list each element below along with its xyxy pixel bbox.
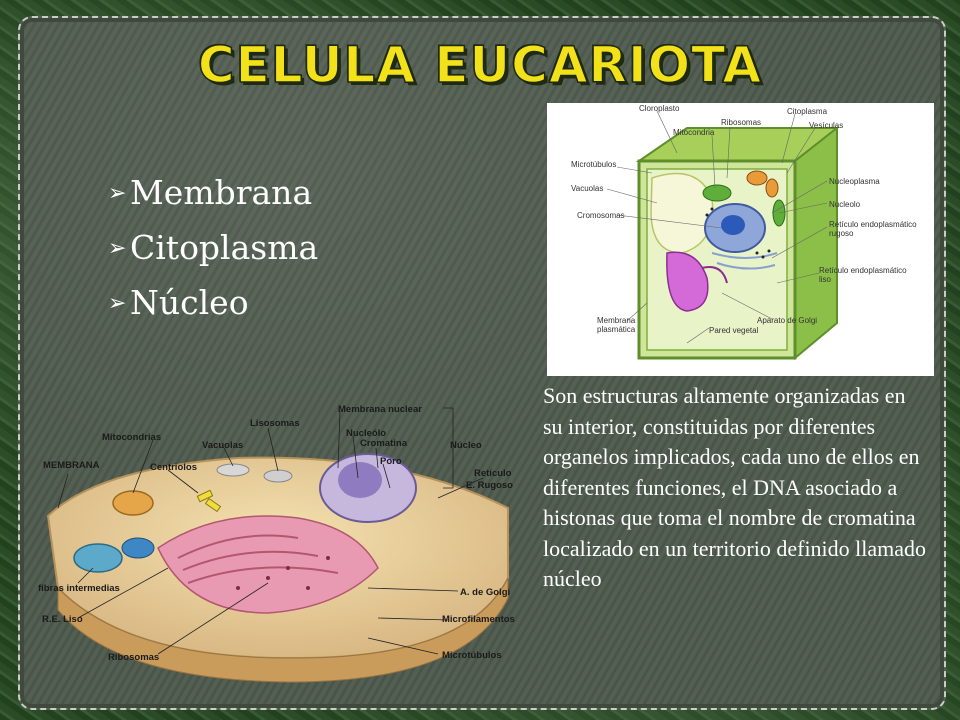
- animal-label-membrana-nuclear: Membrana nuclear: [338, 404, 422, 415]
- plant-label-nucleoplasma: Nucleoplasma: [829, 177, 880, 186]
- animal-label-nucleo: Núcleo: [450, 440, 482, 451]
- animal-label-poro: Poro: [380, 456, 402, 467]
- animal-label-lisosomas: Lisosomas: [250, 418, 300, 429]
- bullet-text: Membrana: [130, 173, 313, 212]
- bullet-item: ➢Membrana: [108, 166, 318, 221]
- plant-cell-diagram: Cloroplasto Ribosomas Citoplasma Mitocon…: [547, 103, 934, 376]
- animal-label-microtubulos: Microtúbulos: [442, 650, 502, 661]
- animal-label-reticulo: Retículo: [474, 468, 512, 479]
- plant-label-reticulo-liso: Retículo endoplasmático: [819, 266, 907, 275]
- animal-label-re-liso: R.E. Liso: [42, 614, 83, 625]
- slide-title: CELULA EUCARIOTA: [197, 35, 763, 95]
- plant-label-vesiculas: Vesículas: [809, 121, 843, 130]
- plant-label-mitocondria: Mitocondria: [673, 128, 715, 137]
- animal-label-nucleolo: Nucleólo: [346, 428, 386, 439]
- animal-label-cromatina: Cromatina: [360, 438, 408, 449]
- animal-label-mitocondrias: Mitocondrias: [102, 432, 161, 443]
- animal-cell-diagram: Lisosomas Membrana nuclear Mitocondrias …: [38, 404, 515, 683]
- bullet-item: ➢Citoplasma: [108, 221, 318, 276]
- description-text: Son estructuras altamente organizadas en…: [543, 383, 927, 591]
- animal-label-fibras: fibras intermedias: [38, 583, 120, 594]
- bullet-text: Núcleo: [130, 283, 249, 322]
- plant-label-ribosomas: Ribosomas: [721, 118, 761, 127]
- plant-label-reticulo-rugoso-2: rugoso: [829, 229, 854, 238]
- plant-label-reticulo-rugoso: Retículo endoplasmático: [829, 220, 917, 229]
- arrow-bullet-icon: ➢: [108, 181, 127, 206]
- plant-label-microtubulos: Microtúbulos: [571, 160, 616, 169]
- arrow-bullet-icon: ➢: [108, 236, 127, 261]
- animal-label-vacuolas: Vacuolas: [202, 440, 243, 451]
- plant-label-citoplasma: Citoplasma: [787, 107, 828, 116]
- plant-label-aparato-golgi: Aparato de Golgi: [757, 316, 817, 325]
- animal-label-centriolos: Centriolos: [150, 462, 197, 473]
- animal-label-e-rugoso: E. Rugoso: [466, 480, 513, 491]
- bullet-list: ➢Membrana ➢Citoplasma ➢Núcleo: [108, 166, 318, 331]
- animal-label-ribosomas: Ribosomas: [108, 652, 159, 663]
- animal-label-microfilamentos: Microfilamentos: [442, 614, 515, 625]
- plant-label-reticulo-liso-2: liso: [819, 275, 832, 284]
- plant-label-nucleolo: Nucleolo: [829, 200, 861, 209]
- plant-label-cloroplasto: Cloroplasto: [639, 104, 680, 113]
- animal-label-a-golgi: A. de Golgi: [460, 587, 510, 598]
- plant-label-cromosomas: Cromosomas: [577, 211, 625, 220]
- bullet-item: ➢Núcleo: [108, 276, 318, 331]
- animal-label-membrana: MEMBRANA: [43, 460, 100, 471]
- arrow-bullet-icon: ➢: [108, 291, 127, 316]
- plant-label-membrana-2: plasmática: [597, 325, 636, 334]
- plant-label-pared-vegetal: Pared vegetal: [709, 326, 759, 335]
- plant-label-membrana: Membrana: [597, 316, 636, 325]
- plant-label-vacuolas: Vacuolas: [571, 184, 603, 193]
- bullet-text: Citoplasma: [130, 228, 319, 267]
